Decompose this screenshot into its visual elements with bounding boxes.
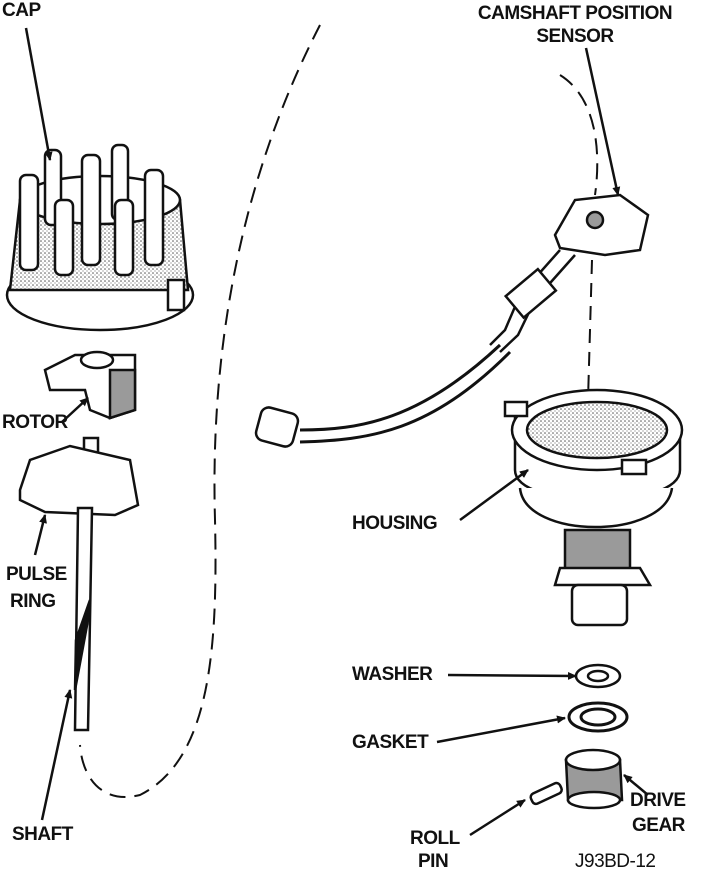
assembly-dash-line-left xyxy=(79,24,321,798)
label-camshaft-sensor-line1: CAMSHAFT POSITION xyxy=(477,3,673,24)
label-rotor: ROTOR xyxy=(2,412,68,433)
label-drive-gear-line1: DRIVE xyxy=(630,790,686,811)
label-washer: WASHER xyxy=(352,664,433,685)
label-pulse-ring-line2: RING xyxy=(10,591,56,612)
label-cap: CAP xyxy=(2,0,41,21)
rotor xyxy=(43,350,137,420)
figure-code: J93BD-12 xyxy=(575,851,656,872)
drive-gear xyxy=(564,748,624,810)
label-pulse-ring-line1: PULSE xyxy=(6,564,67,585)
gasket xyxy=(567,701,629,733)
assembly-dash-line-sensor xyxy=(587,259,593,401)
label-drive-gear-line2: GEAR xyxy=(632,815,685,836)
leader-arrows xyxy=(24,27,649,837)
label-shaft: SHAFT xyxy=(12,824,73,845)
camshaft-position-sensor xyxy=(254,193,650,448)
washer xyxy=(574,663,622,689)
label-roll-pin-line2: PIN xyxy=(418,851,449,872)
roll-pin xyxy=(529,781,563,806)
pulse-ring-and-shaft xyxy=(18,436,140,732)
label-roll-pin-line1: ROLL xyxy=(410,828,460,849)
label-housing: HOUSING xyxy=(352,513,438,534)
distributor-cap xyxy=(5,143,195,332)
distributor-housing xyxy=(503,388,684,627)
assembly-dash-line-right xyxy=(559,74,599,196)
label-gasket: GASKET xyxy=(352,732,429,753)
label-camshaft-sensor-line2: SENSOR xyxy=(536,26,614,47)
